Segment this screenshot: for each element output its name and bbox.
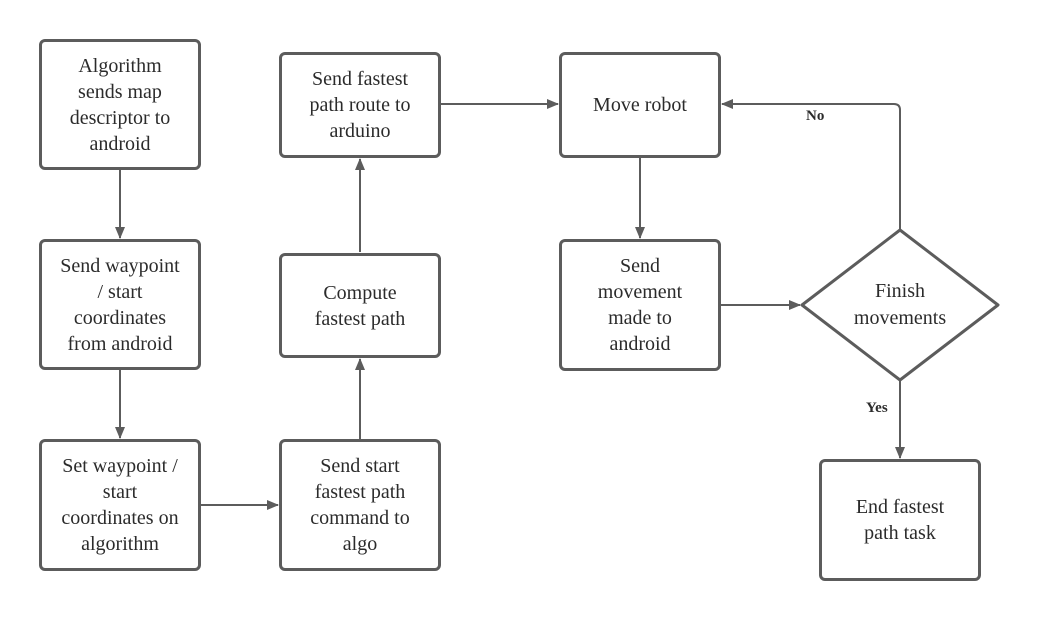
node-end-fastest-path-task: End fastest path task — [819, 459, 981, 581]
node-compute-fastest-path: Compute fastest path — [279, 253, 441, 358]
decision-diamond — [800, 228, 1000, 382]
edge-label-no: No — [806, 108, 825, 124]
edge-label-yes: Yes — [866, 400, 888, 416]
node-send-movement: Send movement made to android — [559, 239, 721, 371]
node-send-waypoint: Send waypoint / start coordinates from a… — [39, 239, 201, 370]
node-send-start-fastest-path: Send start fastest path command to algo — [279, 439, 441, 571]
decision-finish-movements-label: Finish movements — [853, 280, 947, 329]
node-algorithm-sends-map: Algorithm sends map descriptor to androi… — [39, 39, 201, 170]
node-move-robot: Move robot — [559, 52, 721, 158]
edge-n9-n7-no — [721, 99, 901, 230]
node-set-waypoint: Set waypoint / start coordinates on algo… — [39, 439, 201, 571]
node-send-fastest-path-route: Send fastest path route to arduino — [279, 52, 441, 158]
